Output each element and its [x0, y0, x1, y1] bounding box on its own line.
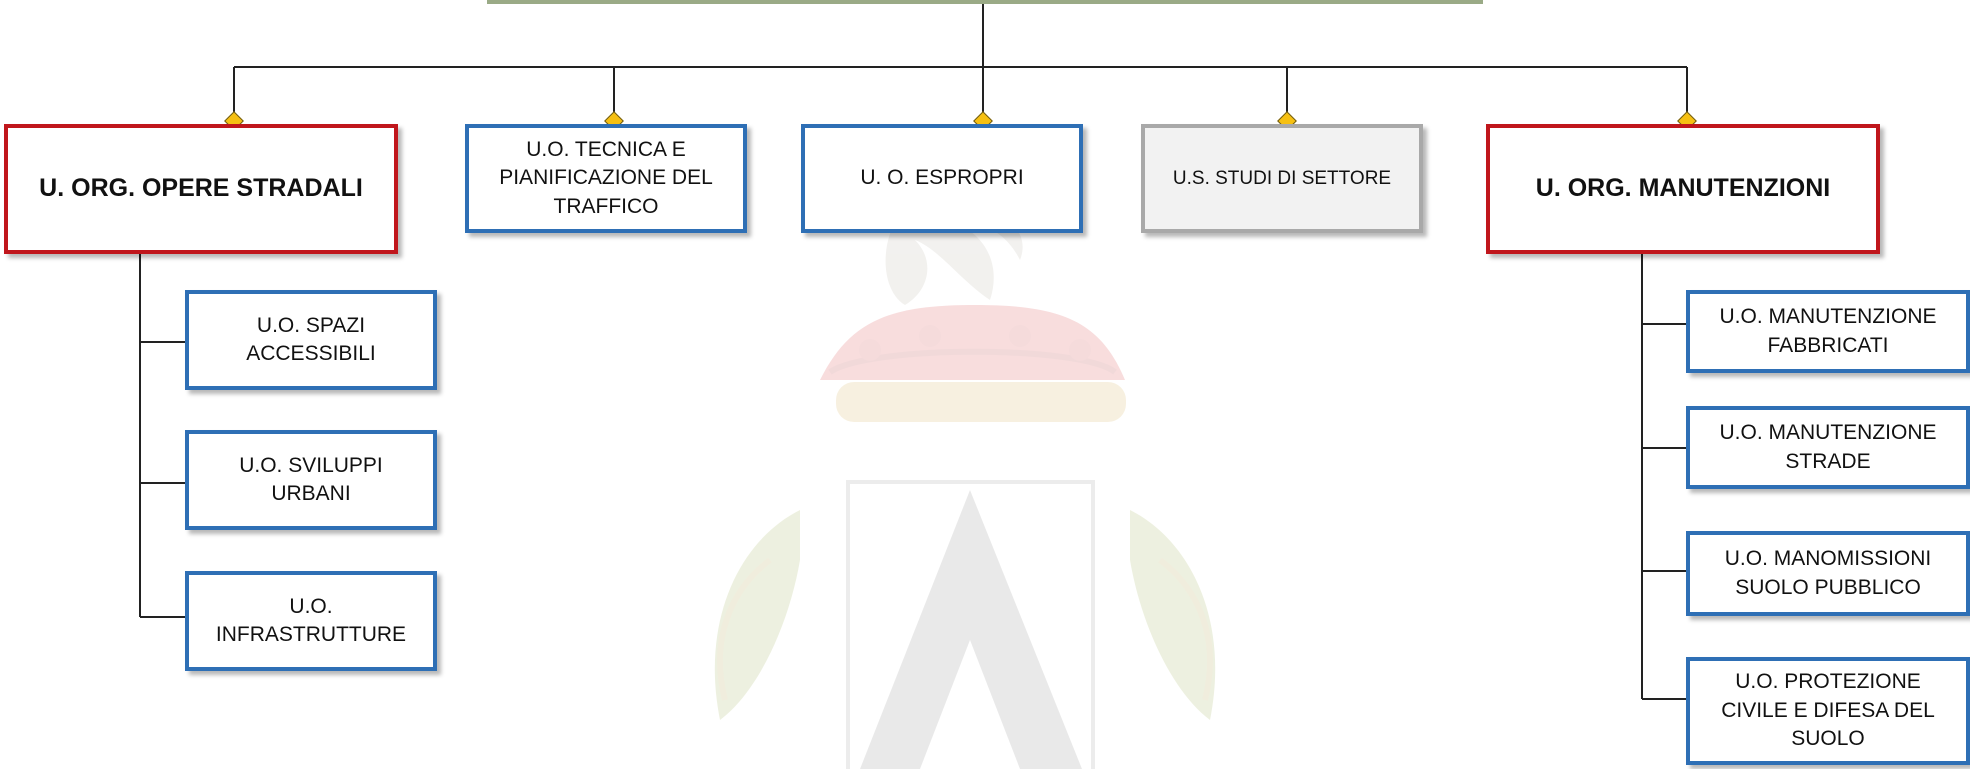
subunit-label: U.O. SPAZI ACCESSIBILI	[246, 313, 376, 365]
unit-label: U.S. STUDI DI SETTORE	[1172, 167, 1392, 189]
unit-espropri: U. O. ESPROPRI	[801, 124, 1083, 233]
subunit-label: U.O. PROTEZIONE CIVILE E DIFESA DEL SUOL…	[1721, 670, 1935, 751]
subunit-label: U.O. MANOMISSIONI SUOLO PUBBLICO	[1724, 547, 1932, 599]
subunit-protezione-civile: U.O. PROTEZIONE CIVILE E DIFESA DEL SUOL…	[1686, 657, 1970, 765]
subunit-label: U.O. SVILUPPI URBANI	[239, 453, 383, 505]
subunit-label: U.O. MANUTENZIONE FABBRICATI	[1719, 305, 1937, 357]
unit-label: U. ORG. OPERE STRADALI	[39, 174, 363, 203]
subunit-manutenzione-fabbricati: U.O. MANUTENZIONE FABBRICATI	[1686, 290, 1970, 373]
parent-unit-bar	[487, 0, 1483, 4]
subunit-label: U.O. MANUTENZIONE STRADE	[1719, 421, 1937, 473]
subunit-manutenzione-strade: U.O. MANUTENZIONE STRADE	[1686, 406, 1970, 489]
unit-opere-stradali: U. ORG. OPERE STRADALI	[4, 124, 398, 254]
unit-tecnica-pianificazione: U.O. TECNICA E PIANIFICAZIONE DEL TRAFFI…	[465, 124, 747, 233]
unit-label: U. O. ESPROPRI	[860, 166, 1024, 190]
subunit-spazi-accessibili: U.O. SPAZI ACCESSIBILI	[185, 290, 437, 390]
subunit-infrastrutture: U.O. INFRASTRUTTURE	[185, 571, 437, 671]
unit-studi-settore: U.S. STUDI DI SETTORE	[1141, 124, 1423, 233]
unit-label: U.O. TECNICA E PIANIFICAZIONE DEL TRAFFI…	[499, 137, 713, 218]
subunit-manomissioni-suolo: U.O. MANOMISSIONI SUOLO PUBBLICO	[1686, 531, 1970, 616]
unit-label: U. ORG. MANUTENZIONI	[1535, 174, 1831, 203]
subunit-label: U.O. INFRASTRUTTURE	[215, 594, 407, 646]
subunit-sviluppi-urbani: U.O. SVILUPPI URBANI	[185, 430, 437, 530]
unit-manutenzioni: U. ORG. MANUTENZIONI	[1486, 124, 1880, 254]
